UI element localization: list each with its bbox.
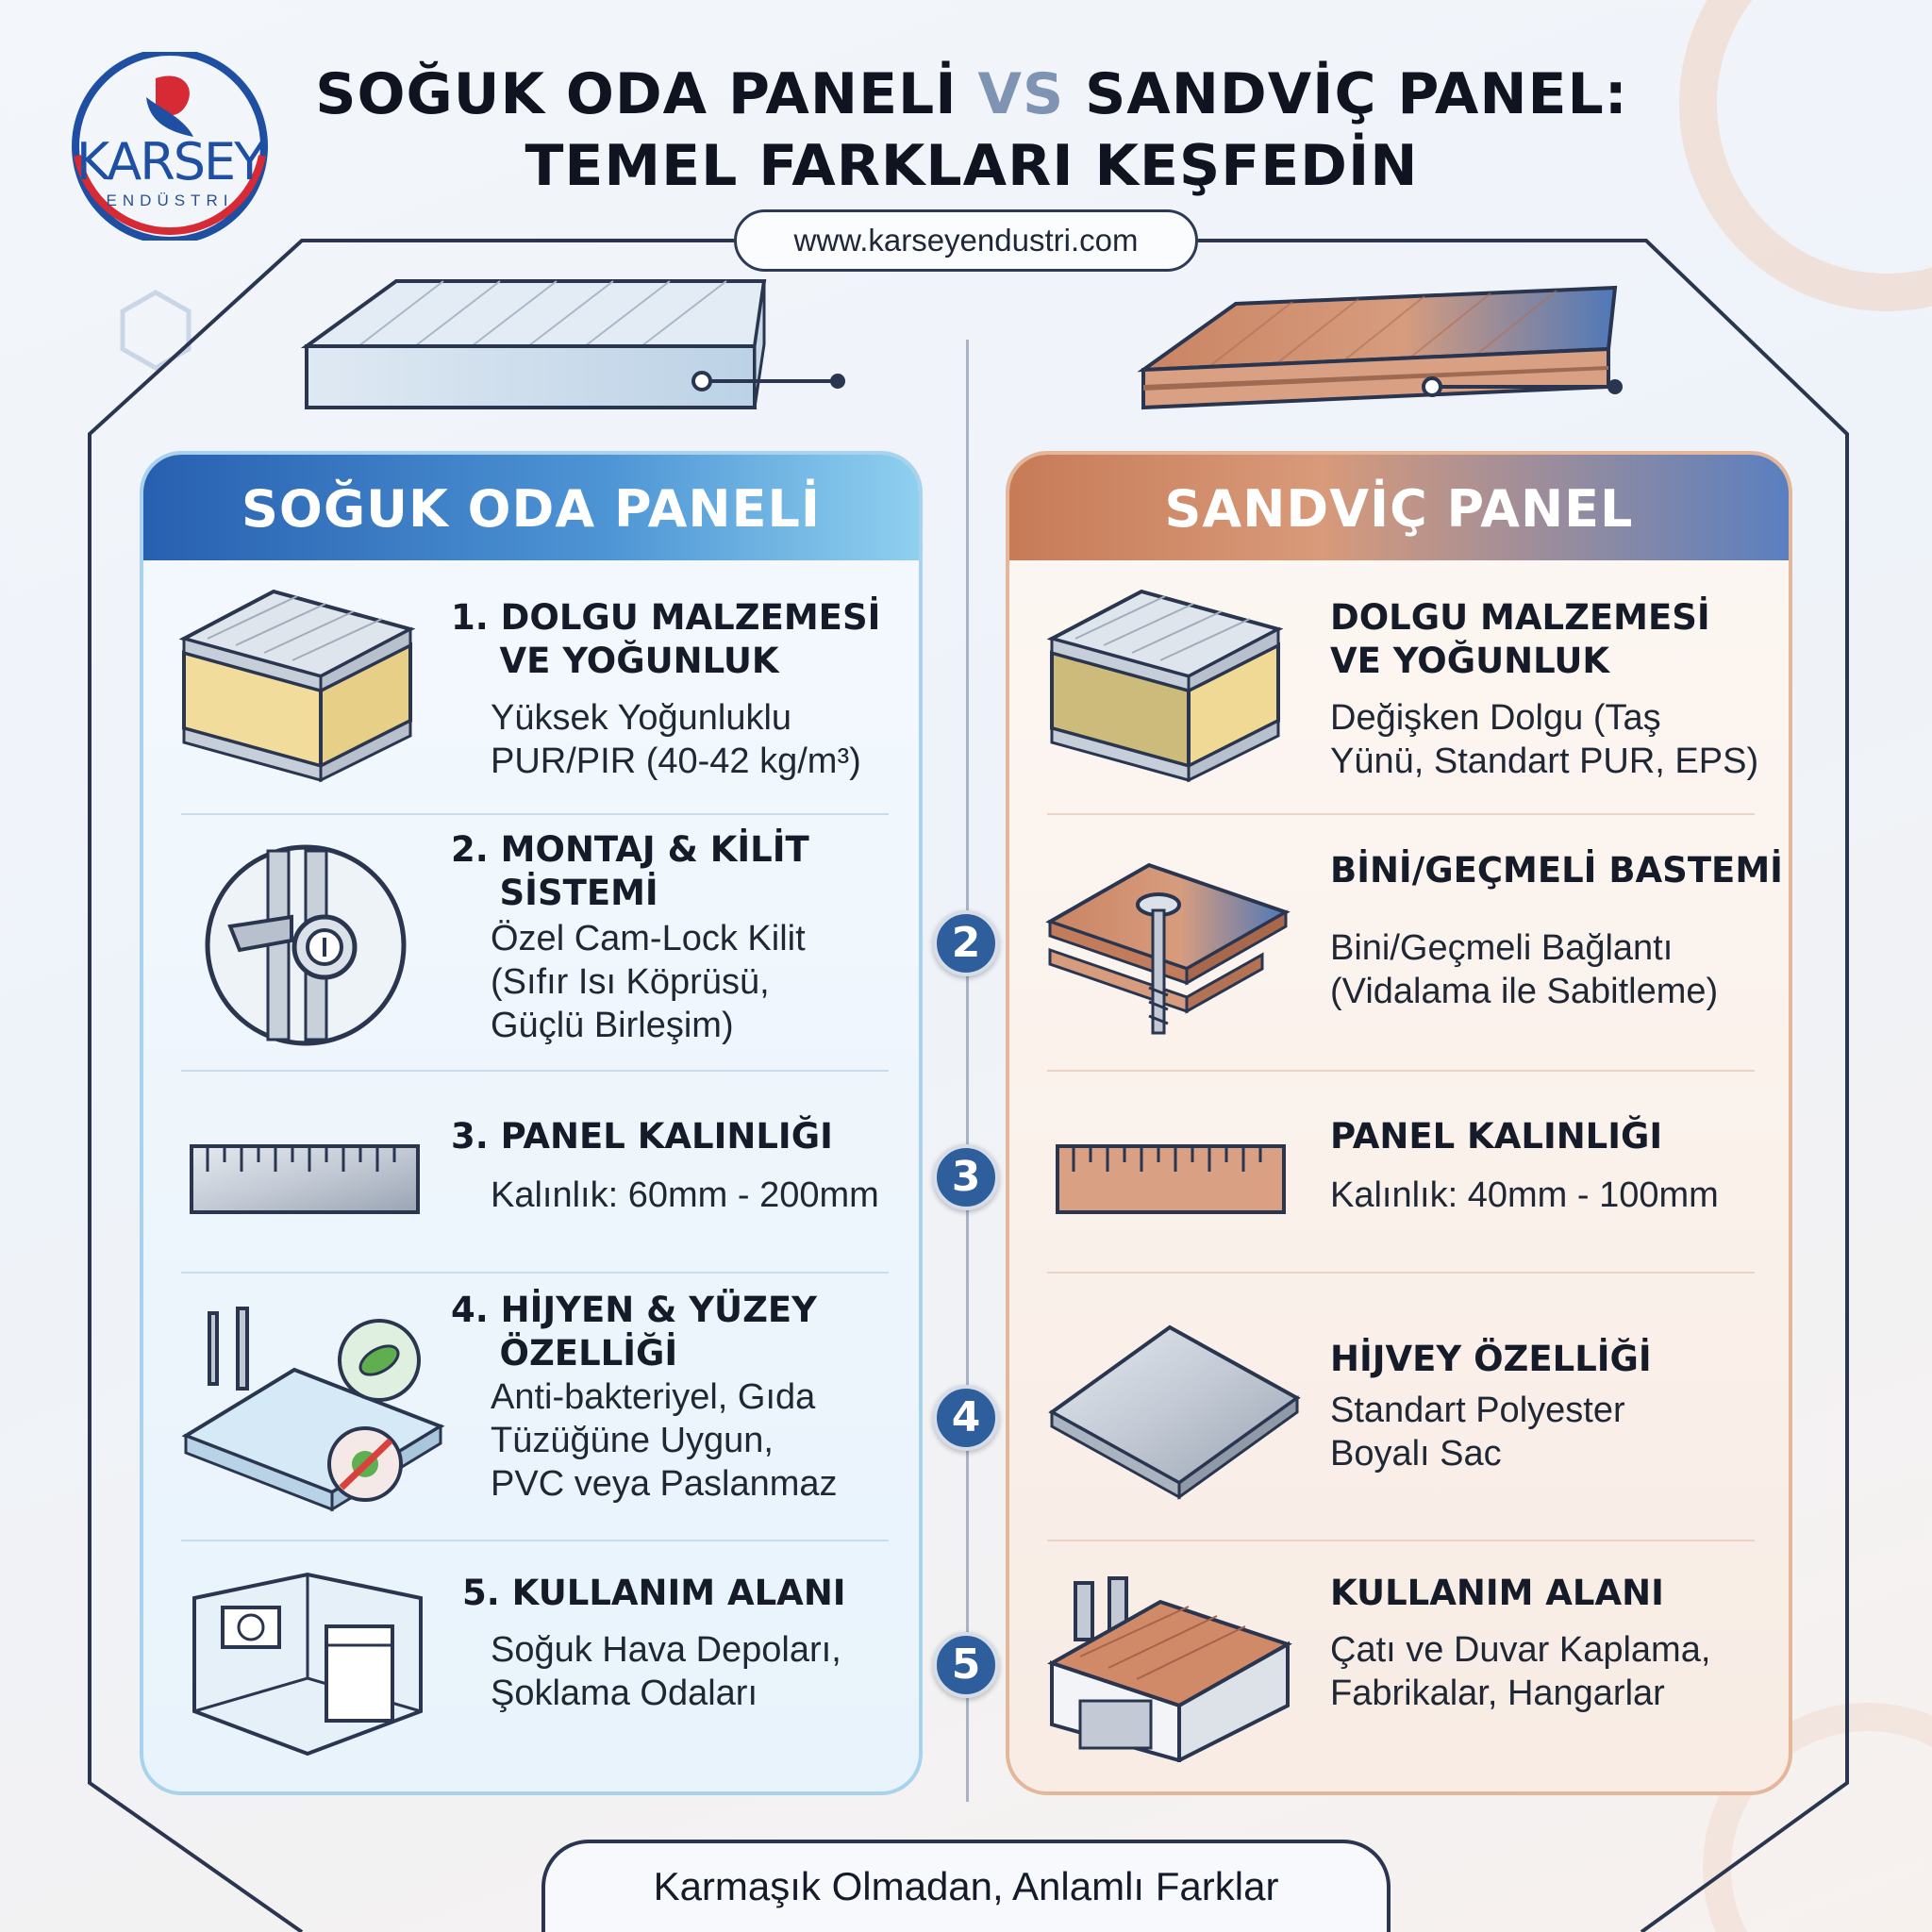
hygiene-surface-icon: [181, 1294, 445, 1535]
footer-tagline: Karmaşık Olmadan, Anlamlı Farklar: [541, 1840, 1391, 1932]
screw-joint-icon: [1045, 846, 1291, 1049]
title-part1: SOĞUK ODA PANELİ: [315, 61, 958, 127]
logo-subtext: ENDÜSTRI: [106, 192, 234, 209]
cold-room-icon: [185, 1570, 430, 1763]
sandwich-panel-illustration: [1137, 285, 1623, 410]
logo-text: KARSEY: [75, 132, 265, 192]
foam-panel-icon: [178, 587, 416, 790]
item-desc-filling: Yüksek Yoğunluklu PUR/PIR (40-42 kg/m³): [491, 698, 861, 781]
item-desc-filling: Değişken Dolgu (Taş Yünü, Standart PUR, …: [1330, 698, 1759, 781]
sandwich-panel-card: SANDVİÇ PANEL DOLGU MALZEMESİ VE YOĞUNLU…: [1006, 451, 1792, 1795]
title-vs: VS: [977, 61, 1065, 127]
item-desc-mounting: Özel Cam-Lock Kilit (Sıfır Isı Köprüsü, …: [491, 919, 806, 1045]
karsey-logo: KARSEY ENDÜSTRI: [66, 48, 274, 244]
item-title-filling: 1. DOLGU MALZEMESİ VE YOĞUNLUK: [451, 597, 881, 681]
item-title-surface: HİJVEY ÖZELLİĞİ: [1330, 1339, 1652, 1379]
item-title-usage: 5. KULLANIM ALANI: [462, 1573, 846, 1613]
item-title-thickness: 3. PANEL KALINLIĞI: [451, 1116, 833, 1157]
item-desc-thickness: Kalınlık: 60mm - 200mm: [491, 1175, 879, 1215]
step-number-5: 5: [933, 1632, 999, 1698]
title-part2: SANDVİÇ PANEL:: [1085, 61, 1628, 127]
separator: [181, 813, 889, 815]
step-number-2: 2: [933, 910, 999, 976]
cold-panel-illustration: [300, 279, 845, 409]
item-title-joint: BİNİ/GEÇMELİ BASTEMİ: [1330, 850, 1783, 891]
item-desc-joint: Bini/Geçmeli Bağlantı (Vidalama ile Sabi…: [1330, 928, 1719, 1011]
separator: [1047, 1540, 1755, 1541]
separator: [1047, 1070, 1755, 1072]
item-title-filling: DOLGU MALZEMESİ VE YOĞUNLUK: [1330, 597, 1710, 681]
separator: [1047, 1272, 1755, 1274]
item-title-hygiene: 4. HİJYEN & YÜZEY ÖZELLİĞİ: [451, 1290, 817, 1374]
cold-room-panel-card: SOĞUK ODA PANELİ 1. DOLGU MALZEMESİ VE Y…: [140, 451, 923, 1795]
center-divider: [966, 340, 969, 1802]
title-line2: TEMEL FARKLARI KEŞFEDİN: [525, 133, 1419, 199]
item-title-usage: KULLANIM ALANI: [1330, 1573, 1664, 1613]
factory-icon: [1047, 1574, 1292, 1767]
metal-sheet-icon: [1047, 1323, 1302, 1507]
separator: [181, 1272, 889, 1274]
page-title: SOĞUK ODA PANELİ VS SANDVİÇ PANEL: TEMEL…: [311, 58, 1632, 202]
rockwool-panel-icon: [1046, 587, 1284, 790]
card-heading: SOĞUK ODA PANELİ: [143, 455, 919, 560]
card-heading: SANDVİÇ PANEL: [1009, 455, 1789, 560]
item-desc-surface: Standart Polyester Boyalı Sac: [1330, 1391, 1625, 1474]
item-desc-thickness: Kalınlık: 40mm - 100mm: [1330, 1175, 1719, 1215]
item-desc-usage: Soğuk Hava Depoları, Şoklama Odaları: [491, 1630, 841, 1713]
step-number-4: 4: [933, 1385, 999, 1451]
item-title-mounting: 2. MONTAJ & KİLİT SİSTEMİ: [451, 829, 809, 913]
separator: [181, 1540, 889, 1541]
item-desc-usage: Çatı ve Duvar Kaplama, Fabrikalar, Hanga…: [1330, 1630, 1711, 1713]
item-title-thickness: PANEL KALINLIĞI: [1330, 1116, 1663, 1157]
cam-lock-icon: [202, 841, 409, 1054]
separator: [1047, 813, 1755, 815]
website-link[interactable]: www.karseyendustri.com: [734, 209, 1198, 272]
separator: [181, 1070, 889, 1072]
ruler-icon: [1055, 1143, 1287, 1220]
ruler-icon: [189, 1143, 421, 1220]
item-desc-hygiene: Anti-bakteriyel, Gıda Tüzüğüne Uygun, PV…: [491, 1377, 838, 1504]
step-number-3: 3: [933, 1144, 999, 1210]
